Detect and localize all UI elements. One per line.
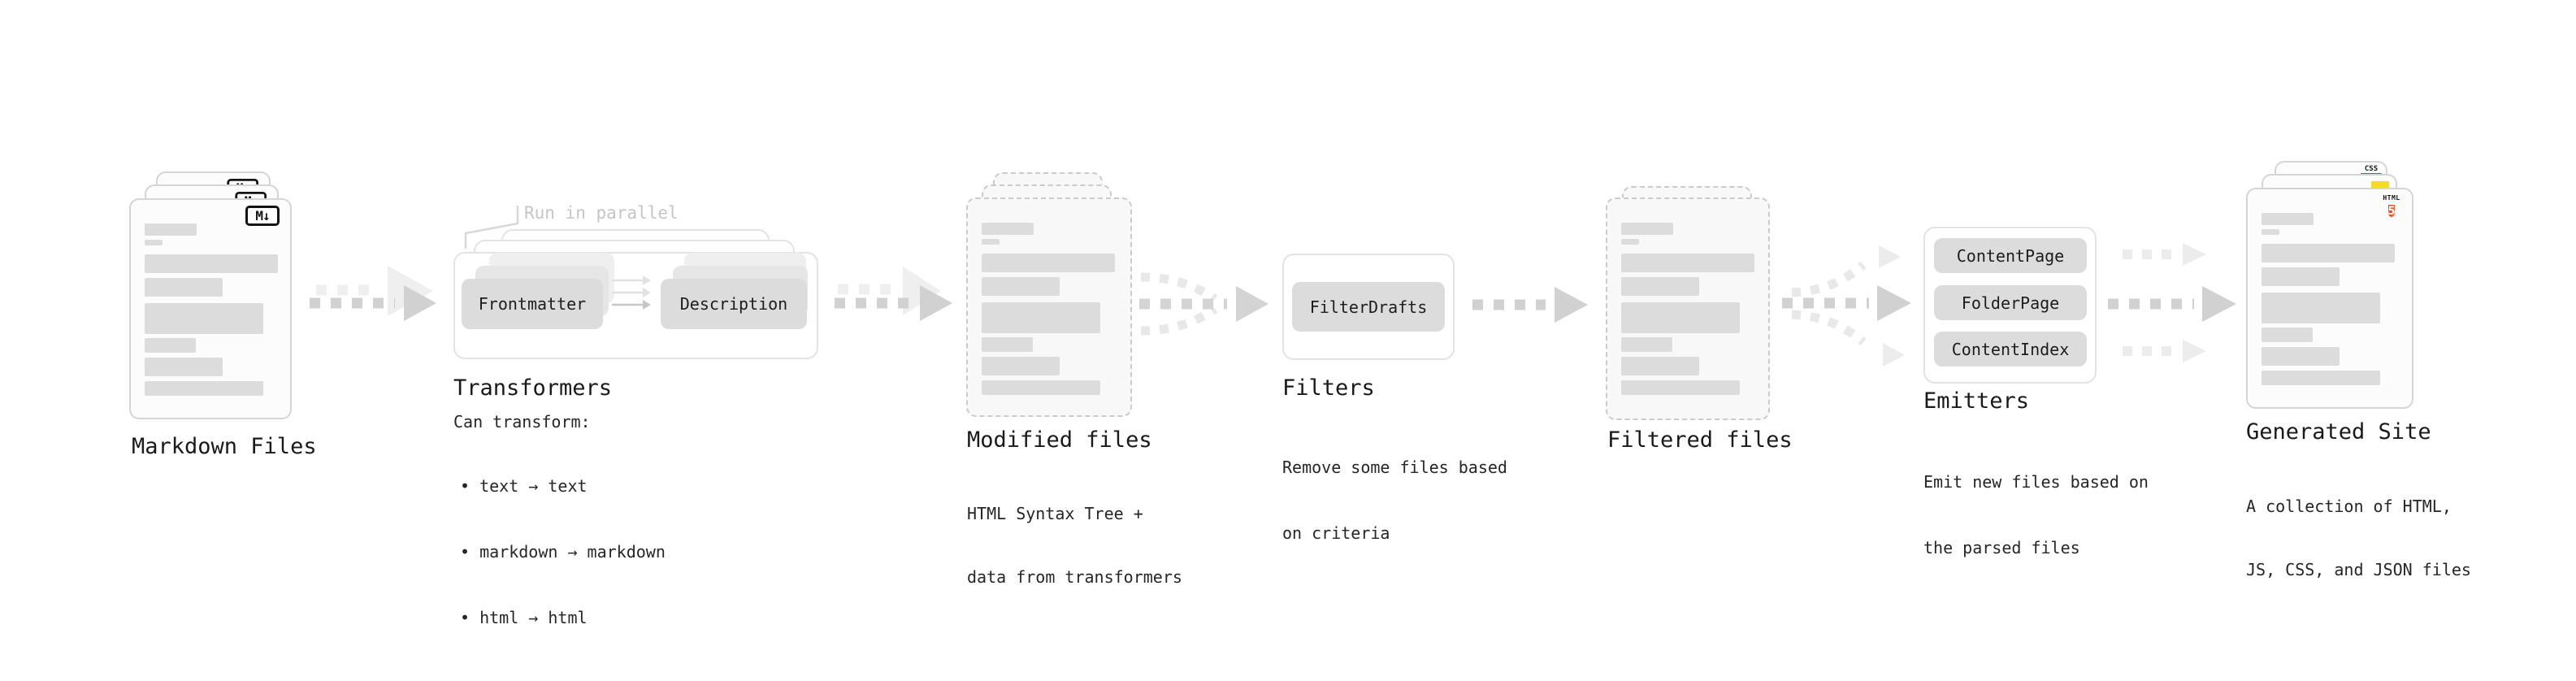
html5-icon-shield: 5 (2387, 205, 2396, 218)
file-content-placeholder (145, 223, 278, 396)
stage-title-filtered-files: Filtered files (1607, 427, 1793, 453)
stage-title-markdown-files: Markdown Files (132, 434, 317, 459)
folderpage-node: FolderPage (1934, 285, 2087, 320)
content-line (145, 338, 196, 353)
content-line (2262, 347, 2340, 366)
filtered-file-front (1606, 197, 1770, 420)
generated-site-desc: A collection of HTML, JS, CSS, and JSON … (2246, 453, 2471, 622)
content-line (982, 277, 1060, 296)
arrow-markdown-to-transformers (310, 266, 436, 321)
content-line (1621, 223, 1673, 235)
content-line (145, 254, 278, 273)
content-line (1621, 239, 1639, 245)
arrow-filtered-to-emitters-split (1782, 245, 1911, 367)
arrow-filters-to-filtered (1472, 287, 1588, 323)
content-line (2262, 293, 2380, 323)
content-line (2262, 213, 2314, 225)
desc-line: HTML Syntax Tree + (967, 504, 1143, 523)
markdown-file-front: M↓ (129, 198, 292, 419)
html5-icon: HTML 5 (2381, 194, 2402, 221)
content-line (145, 358, 223, 376)
content-line (1621, 277, 1699, 296)
file-content-placeholder (982, 223, 1115, 395)
modified-files-desc: HTML Syntax Tree + data from transformer… (967, 461, 1182, 630)
content-line (2262, 371, 2380, 385)
desc-line: on criteria (1282, 523, 1390, 543)
file-content-placeholder (2262, 213, 2395, 385)
content-line (145, 223, 197, 236)
content-line (982, 239, 1000, 245)
content-line (982, 302, 1100, 333)
css-icon-label: CSS (2364, 165, 2379, 173)
content-line (145, 381, 263, 396)
file-content-placeholder (1621, 223, 1754, 395)
arrow-transformers-to-modified (835, 267, 952, 321)
content-line (2262, 267, 2340, 286)
emitters-desc: Emit new files based on the parsed files (1923, 427, 2149, 603)
desc-line: A collection of HTML, (2246, 497, 2452, 516)
content-line (1621, 380, 1740, 395)
filters-desc: Remove some files based on criteria (1282, 413, 1507, 588)
content-line (982, 223, 1034, 235)
modified-file-front (966, 197, 1132, 417)
content-line (1621, 302, 1740, 333)
desc-line: data from transformers (967, 567, 1182, 587)
bullet-line: • html → html (460, 608, 588, 627)
transformers-desc-heading: Can transform: (453, 412, 591, 432)
stage-title-emitters: Emitters (1923, 388, 2030, 414)
arrow-modified-to-filters-merge (1139, 272, 1268, 336)
markdown-icon: M↓ (245, 206, 280, 226)
desc-line: Remove some files based (1282, 458, 1507, 477)
content-line (145, 278, 223, 297)
content-line (1621, 357, 1699, 375)
content-line (1621, 337, 1672, 352)
content-line (145, 303, 263, 334)
bullet-line: • text → text (460, 476, 588, 496)
arrow-emitters-to-site (2108, 243, 2236, 362)
stage-title-filters: Filters (1282, 375, 1375, 401)
transformers-bullets: • text → text • markdown → markdown • ht… (460, 432, 666, 673)
contentindex-node: ContentIndex (1934, 332, 2087, 367)
content-line (982, 357, 1060, 375)
bullet-line: • markdown → markdown (460, 542, 666, 562)
content-line (2262, 327, 2313, 342)
desc-line: JS, CSS, and JSON files (2246, 560, 2471, 579)
stage-title-generated-site: Generated Site (2246, 419, 2431, 445)
html5-icon-word: HTML (2383, 194, 2400, 202)
content-line (982, 380, 1100, 395)
run-in-parallel-note: Run in parallel (524, 203, 679, 223)
desc-line: Emit new files based on (1923, 472, 2149, 492)
frontmatter-node: Frontmatter (462, 279, 603, 329)
contentpage-node: ContentPage (1934, 238, 2087, 273)
content-line (982, 254, 1115, 272)
content-line (2262, 229, 2279, 235)
site-file-html: HTML 5 (2246, 188, 2413, 409)
desc-line: the parsed files (1923, 538, 2080, 557)
content-line (982, 337, 1033, 352)
content-line (2262, 244, 2395, 262)
filterdrafts-node: FilterDrafts (1292, 282, 1445, 332)
content-line (145, 240, 163, 245)
stage-title-transformers: Transformers (453, 375, 613, 401)
description-node: Description (661, 279, 807, 329)
stage-title-modified-files: Modified files (967, 427, 1152, 453)
content-line (1621, 254, 1754, 272)
